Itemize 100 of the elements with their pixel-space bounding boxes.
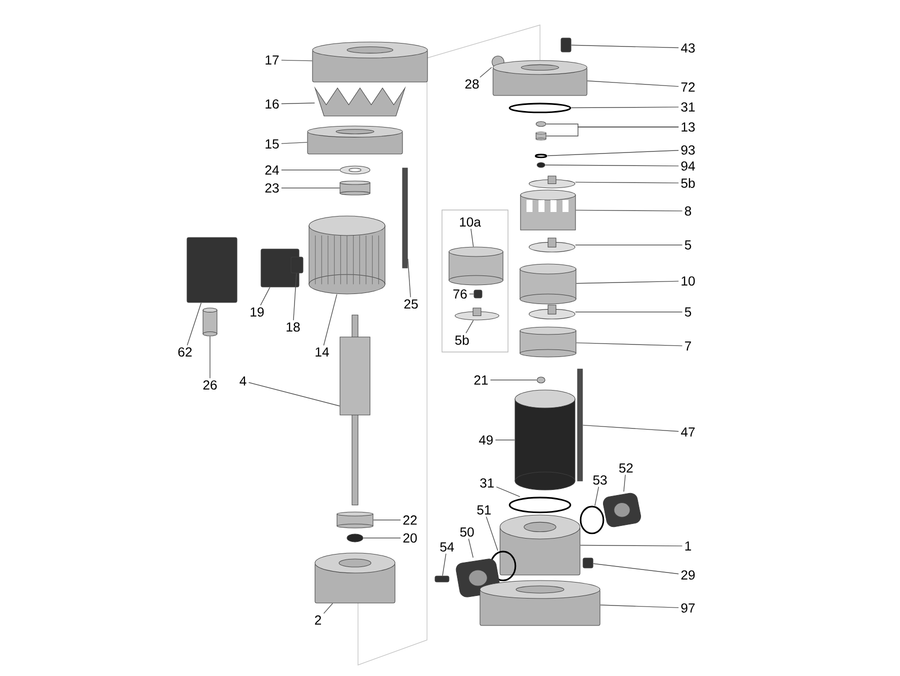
cylinder-drawing	[336, 512, 374, 528]
cylinder-drawing	[448, 246, 504, 286]
leader-line	[281, 142, 308, 144]
leader-line	[587, 80, 679, 87]
washer-drawing	[340, 166, 370, 174]
callout-number: 31	[480, 478, 494, 488]
callout-number: 54	[440, 542, 454, 552]
impeller-drawing	[528, 238, 576, 252]
callout-number: 49	[478, 435, 493, 445]
callout-number: 23	[265, 183, 279, 193]
callout-number: 51	[477, 505, 491, 515]
impeller-drawing	[528, 304, 576, 320]
callout-number: 62	[178, 347, 192, 357]
leader-line	[281, 60, 312, 62]
callout-number: 14	[316, 347, 329, 357]
callout-number: 97	[681, 603, 695, 613]
leader-line	[486, 516, 498, 551]
rod-drawing	[577, 368, 583, 482]
callout-number: 5	[684, 307, 692, 317]
callout-number: 19	[250, 307, 264, 317]
callout-number: 76	[453, 289, 467, 299]
rotor-drawing	[340, 314, 370, 506]
callout-number: 28	[465, 79, 479, 89]
callout-number: 72	[681, 82, 695, 92]
group-frame	[442, 210, 508, 352]
callout-number: 53	[593, 475, 607, 485]
callout-number: 5b	[681, 178, 695, 188]
leader-line	[576, 280, 679, 284]
block-drawing	[582, 558, 594, 568]
cylinder-drawing	[520, 264, 576, 304]
leader-line	[623, 474, 626, 492]
callout-number: 16	[266, 99, 279, 109]
cylinder-drawing	[202, 308, 218, 336]
leader-line	[600, 604, 679, 608]
callout-number: 94	[681, 161, 695, 171]
block-drawing	[290, 256, 304, 274]
leader-line	[260, 287, 270, 306]
callout-number: 15	[266, 139, 279, 149]
cylinder-drawing	[536, 132, 546, 140]
leader-line	[442, 553, 446, 576]
leader-line	[470, 228, 474, 247]
flange-drawing	[603, 492, 641, 528]
rod-drawing	[402, 168, 408, 268]
o-ring-drawing	[508, 496, 572, 514]
callout-number: 2	[315, 615, 321, 625]
callout-number: 47	[680, 427, 695, 437]
housing-drawing	[500, 514, 580, 576]
leader-line	[575, 182, 679, 184]
callout-number: 50	[460, 527, 474, 537]
o-ring-drawing	[580, 506, 604, 534]
callout-number: 26	[203, 380, 217, 390]
callout-number: 10a	[460, 217, 481, 227]
leader-line	[466, 320, 474, 334]
leader-line	[545, 164, 679, 166]
callout-number: 25	[404, 299, 418, 309]
leader-line	[571, 106, 679, 108]
callout-number: 5b	[455, 335, 469, 345]
disc-drawing	[346, 534, 364, 542]
leader-line	[546, 126, 679, 136]
motor-drawing	[308, 216, 386, 294]
callout-number: 31	[681, 102, 695, 112]
leader-line	[576, 210, 683, 212]
diffuser-drawing	[520, 190, 576, 230]
callout-number: 1	[685, 541, 692, 551]
block-drawing	[186, 237, 238, 303]
callout-number: 24	[265, 165, 279, 175]
leader-line	[468, 538, 474, 558]
callout-number: 52	[619, 463, 633, 473]
callout-number: 21	[474, 375, 488, 385]
sleeve-drawing	[514, 390, 576, 490]
housing-drawing	[480, 580, 600, 626]
disc-drawing	[536, 121, 546, 127]
housing-drawing	[314, 552, 396, 604]
callout-number: 93	[681, 145, 695, 155]
leader-line	[594, 486, 599, 506]
impeller-drawing	[454, 308, 500, 320]
block-drawing	[474, 290, 482, 298]
callout-number: 18	[286, 322, 300, 332]
leader-line	[580, 544, 683, 546]
leader-line	[582, 424, 679, 432]
leader-line	[496, 486, 520, 497]
leader-line	[480, 67, 492, 78]
block-drawing	[260, 248, 300, 288]
callout-number: 13	[682, 122, 695, 132]
o-ring-drawing	[508, 102, 572, 114]
leader-line	[571, 44, 679, 48]
disc-drawing	[536, 162, 546, 168]
leader-line	[593, 563, 679, 574]
housing-drawing	[307, 126, 403, 154]
leader-line	[576, 342, 683, 346]
leader-line	[575, 244, 683, 246]
block-drawing	[434, 576, 450, 582]
callout-number: 10	[682, 276, 695, 286]
housing-drawing	[492, 60, 588, 96]
impeller-drawing	[528, 176, 576, 188]
leader-line	[547, 150, 679, 156]
leader-line	[248, 382, 340, 406]
callout-number: 5	[684, 240, 692, 250]
callout-number: 22	[403, 515, 417, 525]
callout-number: 43	[680, 43, 695, 53]
